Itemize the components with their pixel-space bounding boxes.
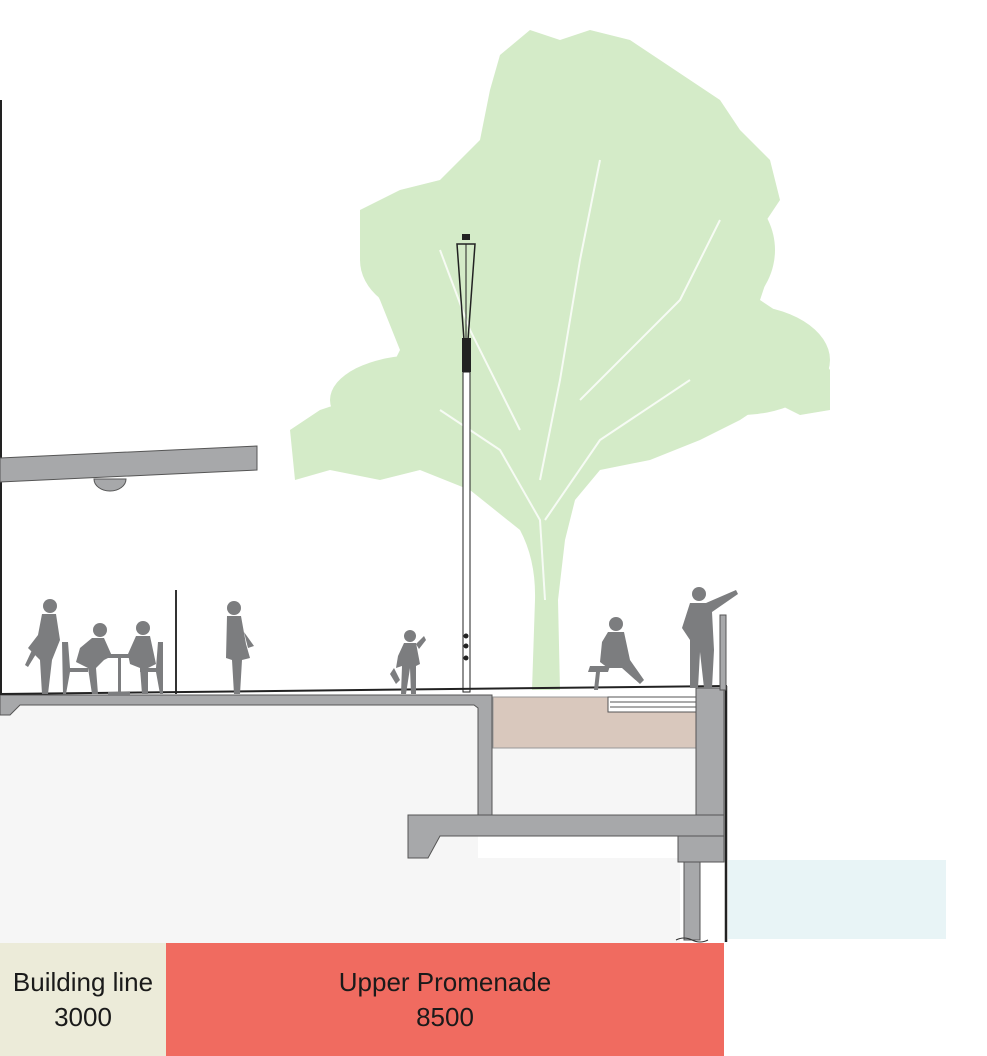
person-standing-icon: [226, 601, 254, 694]
water-body: [728, 860, 946, 939]
zone-building-line-width: 3000: [54, 1001, 112, 1032]
light-pole-icon: [456, 234, 476, 693]
person-sitting-icon: [76, 623, 112, 694]
person-child-icon: [390, 630, 426, 694]
zone-building-line: Building line 3000: [0, 943, 166, 1056]
person-sitting-icon: [588, 617, 644, 690]
zone-upper-promenade-name: Upper Promenade: [338, 966, 552, 997]
awning: [0, 445, 258, 492]
cafe-table-icon: [62, 642, 163, 695]
person-pointing-icon: [682, 587, 738, 688]
person-standing-icon: [25, 599, 60, 694]
zone-building-line-name: Building line: [12, 966, 154, 997]
zone-upper-promenade-width: 8500: [416, 1001, 474, 1032]
tree-icon: [290, 30, 830, 690]
person-sitting-icon: [128, 621, 156, 694]
zone-upper-promenade: Upper Promenade 8500: [166, 943, 724, 1056]
promenade-slab: [0, 687, 725, 941]
